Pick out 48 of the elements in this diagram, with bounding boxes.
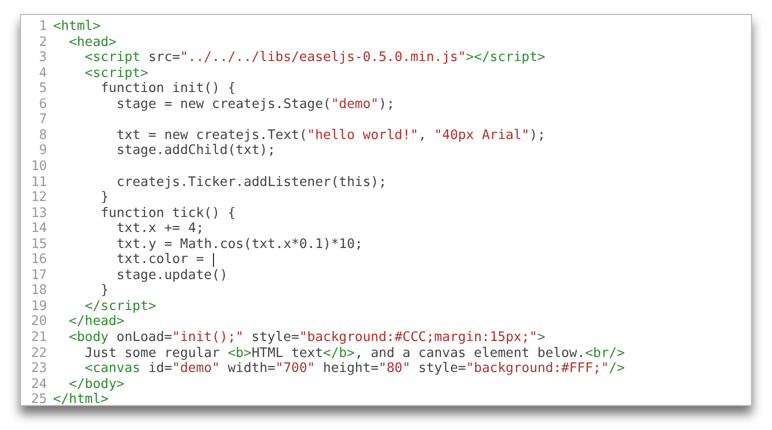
line-number: 11 <box>30 174 47 190</box>
line-number: 18 <box>30 283 47 299</box>
code-line: stage.update() <box>116 268 228 284</box>
code-line: txt.x += 4; <box>116 221 204 237</box>
line-number: 16 <box>30 252 47 268</box>
line-number: 5 <box>38 81 47 97</box>
line-number: 21 <box>30 330 47 346</box>
code-line: <canvas id="demo" width="700" height="80" style="background:#FFF;"/> <box>84 361 625 377</box>
line-number: 10 <box>30 158 47 174</box>
code-line: stage.addChild(txt); <box>116 143 276 159</box>
line-number: 3 <box>38 50 47 66</box>
line-number: 19 <box>30 298 47 314</box>
code-line: } <box>100 190 109 206</box>
code-line: <script src="../../../libs/easeljs-0.5.0.min.js"></script> <box>84 50 546 66</box>
code-line: txt.color = <box>116 252 204 268</box>
line-number: 22 <box>30 346 47 362</box>
code-line: Just some regular <b>HTML text</b>, and a canvas element below.<br/> <box>84 346 625 362</box>
code-line: </body> <box>68 376 124 392</box>
line-number: 24 <box>30 376 47 392</box>
line-number: 12 <box>30 190 47 206</box>
code-line: </html> <box>53 392 109 408</box>
code-line: </script> <box>84 298 156 314</box>
line-number: 1 <box>38 19 47 34</box>
code-line: createjs.Ticker.addListener(this); <box>116 174 387 190</box>
line-number: 13 <box>30 206 47 222</box>
line-number: 25 <box>30 392 47 408</box>
code-line: <script> <box>84 66 148 82</box>
code-line: stage = new createjs.Stage("demo"); <box>116 96 395 112</box>
line-number: 6 <box>38 96 47 112</box>
line-number: 15 <box>30 236 47 252</box>
code-line: <body onLoad="init();" style="background:#CCC;margin:15px;"> <box>68 330 546 346</box>
code-line: txt.y = Math.cos(txt.x*0.1)*10; <box>116 236 363 252</box>
line-number: 2 <box>38 34 47 50</box>
code-line: <html> <box>53 19 101 34</box>
code-line: function init() { <box>100 81 236 97</box>
line-number: 23 <box>30 361 47 377</box>
line-number: 14 <box>30 221 47 237</box>
line-number: 17 <box>30 268 47 284</box>
code-line: <head> <box>68 34 117 50</box>
line-number: 7 <box>38 112 47 128</box>
code-line: function tick() { <box>100 206 236 222</box>
line-number: 20 <box>30 314 47 330</box>
code-line: } <box>100 283 109 299</box>
code-line: txt = new createjs.Text("hello world!", "40px Arial"); <box>116 128 546 144</box>
line-number: 9 <box>38 143 47 159</box>
code-line: </head> <box>68 314 124 330</box>
line-number: 8 <box>38 128 47 144</box>
line-number: 4 <box>38 66 47 82</box>
